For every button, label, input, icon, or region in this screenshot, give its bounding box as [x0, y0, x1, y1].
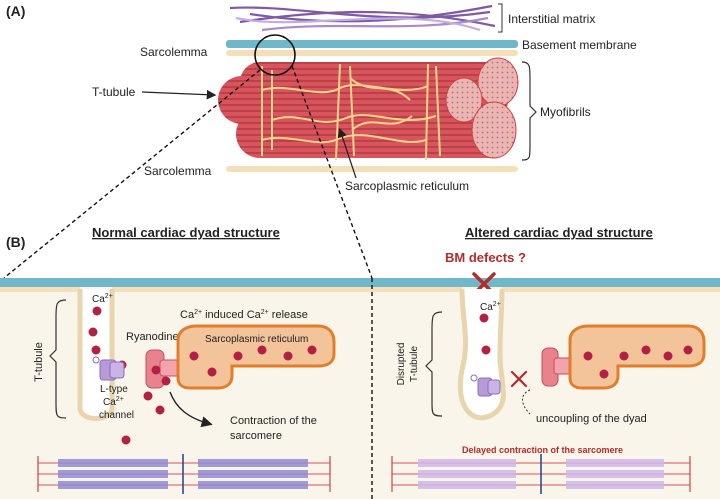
- t-tubule-label-a: T-tubule: [92, 85, 136, 99]
- disrupted-label-2: T-tubule: [409, 345, 420, 382]
- altered-sr-ca: [583, 345, 693, 379]
- zoom-line-right: [291, 65, 373, 279]
- panel-b-label: (B): [6, 234, 25, 250]
- zoom-circle: [254, 34, 296, 76]
- altered-ca-label: Ca2+: [480, 301, 501, 313]
- contraction-label-1: Contraction of the: [230, 415, 317, 427]
- basement-membrane-a: [226, 40, 518, 48]
- interstitial-bracket: [498, 3, 503, 33]
- sr-arrow-a: [337, 127, 357, 179]
- altered-ltype-channel: [470, 374, 501, 397]
- cicr-label: Ca2+ induced Ca2+ release: [180, 309, 308, 321]
- uncoupling-x: [510, 370, 528, 388]
- basement-membrane-label: Basement membrane: [522, 38, 637, 52]
- normal-sr: [176, 324, 336, 390]
- normal-t-tubule-label: T-tubule: [33, 342, 45, 382]
- normal-title: Normal cardiac dyad structure: [92, 225, 280, 240]
- bm-defects-label: BM defects ?: [445, 250, 526, 265]
- normal-t-tubule-bracket: [49, 299, 67, 419]
- normal-ca-label: Ca2+: [92, 293, 113, 305]
- uncoupling-label: uncoupling of the dyad: [536, 413, 647, 425]
- sarcolemma-top-a: [226, 50, 518, 56]
- sarcolemma-bottom-label: Sarcolemma: [144, 164, 212, 178]
- sarcolemma-b-2: [112, 287, 462, 292]
- disrupted-label-1: Disrupted: [396, 343, 407, 386]
- contraction-arrow: [169, 391, 213, 428]
- myofibrils-label: Myofibrils: [540, 105, 591, 119]
- normal-sr-ca: [151, 345, 317, 386]
- altered-sarcomere: [391, 454, 691, 494]
- normal-sarcomere: [37, 454, 331, 494]
- sarcolemma-b-3: [502, 287, 720, 292]
- interstitial-matrix-fibers: [229, 4, 496, 32]
- uncoupling-pointer: [522, 389, 531, 415]
- t-tubule-arrow-a: [141, 89, 217, 100]
- altered-title: Altered cardiac dyad structure: [465, 225, 653, 240]
- ltype-label-2: Ca2+: [103, 396, 124, 408]
- sr-label-a: Sarcoplasmic reticulum: [345, 179, 469, 193]
- ltype-label-1: L-type: [100, 384, 128, 395]
- sarcolemma-bottom-a: [226, 166, 518, 172]
- myofibrils-bundle: [218, 57, 519, 161]
- ryanodine-label: Ryanodine: [126, 331, 179, 343]
- normal-sr-label: Sarcoplasmic reticulum: [205, 334, 308, 345]
- panel-a-label: (A): [6, 3, 25, 19]
- interstitial-matrix-label: Interstitial matrix: [508, 12, 595, 26]
- basement-membrane-b: [0, 278, 720, 287]
- delayed-label: Delayed contraction of the sarcomere: [462, 445, 623, 455]
- myofibrils-bracket: [521, 61, 537, 161]
- sarcolemma-b-1: [0, 287, 80, 292]
- disrupted-bracket: [425, 311, 443, 417]
- contraction-label-2: sarcomere: [230, 430, 282, 442]
- zoom-line-left: [3, 69, 261, 279]
- sarcolemma-top-label: Sarcolemma: [140, 45, 208, 59]
- ltype-label-3: channel: [99, 410, 134, 421]
- ltype-channel: [92, 356, 125, 381]
